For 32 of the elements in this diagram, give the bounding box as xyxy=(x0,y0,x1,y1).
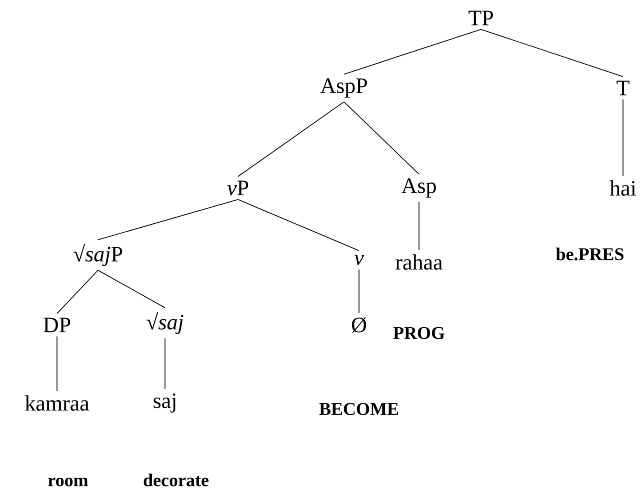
gloss: BECOME xyxy=(319,402,398,416)
tree-label: T xyxy=(616,80,630,96)
branch-line xyxy=(358,268,360,314)
gloss: PROG xyxy=(393,326,445,340)
tree-label: $\textup{√}\textit{saj}\textup{P}$ xyxy=(74,244,122,266)
tree-label: $\textit{v}\textup{P}$ xyxy=(227,180,248,196)
tree-label: kamraa xyxy=(25,395,90,411)
branch-line xyxy=(238,101,344,177)
gloss: be.PRES xyxy=(556,248,624,260)
tree-label: DP xyxy=(44,318,70,332)
branch-line xyxy=(56,336,58,392)
gloss: decorate xyxy=(144,474,209,486)
branch-line xyxy=(418,201,420,250)
tree-label: √saj xyxy=(146,312,184,334)
branch-line xyxy=(164,338,166,390)
tree-label: TP xyxy=(468,10,493,26)
tree-label: Ø xyxy=(352,317,366,333)
tree-label: Asp xyxy=(402,178,436,198)
tree-label: saj xyxy=(154,393,176,413)
branch-line xyxy=(98,270,166,308)
tree-label: AspP xyxy=(320,78,367,98)
gloss: room xyxy=(48,478,88,486)
tree-label: hai xyxy=(610,180,636,196)
tree-label: rahaa xyxy=(396,254,443,270)
tree-label: $\textit{v}$ xyxy=(354,254,364,266)
branch-line xyxy=(56,270,98,314)
branch-line xyxy=(344,101,420,175)
branch-line xyxy=(98,199,238,240)
branch-line xyxy=(238,199,360,252)
branch-line xyxy=(480,29,624,77)
branch-line xyxy=(344,29,482,75)
branch-line xyxy=(622,99,624,176)
